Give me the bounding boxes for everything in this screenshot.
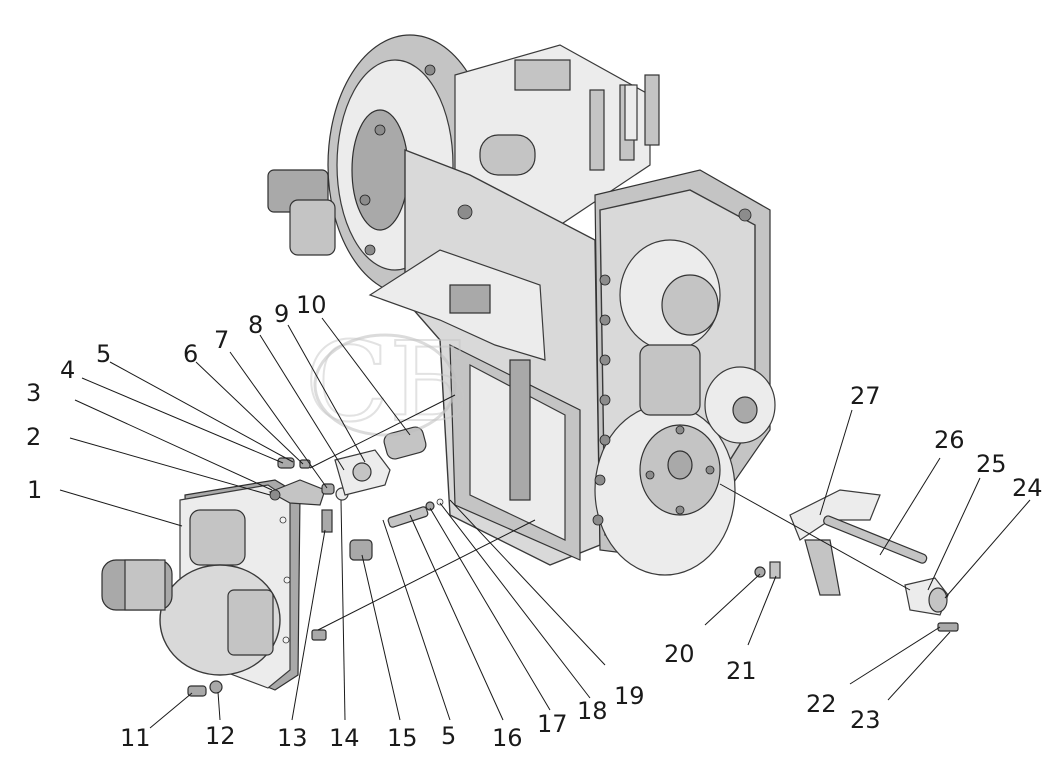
part-15 bbox=[349, 539, 373, 561]
part-2-lever bbox=[268, 479, 326, 506]
part-5 bbox=[277, 457, 295, 469]
shift-fork-27 bbox=[789, 489, 881, 541]
callout-26: 26 bbox=[934, 426, 965, 454]
callouts: 1 2 3 4 5 6 7 8 9 10 11 12 13 14 15 5 16… bbox=[26, 291, 1043, 752]
callout-17: 17 bbox=[537, 710, 568, 738]
callout-2: 2 bbox=[26, 423, 41, 451]
callout-4: 4 bbox=[60, 356, 75, 384]
part-13 bbox=[321, 509, 333, 533]
callout-1: 1 bbox=[27, 476, 42, 504]
watermark-text: СБ bbox=[305, 318, 470, 446]
nut-20 bbox=[754, 566, 766, 578]
leader-lines bbox=[59, 317, 1031, 729]
callout-16: 16 bbox=[492, 724, 523, 752]
callout-22: 22 bbox=[806, 690, 837, 718]
callout-15: 15 bbox=[387, 724, 418, 752]
part-16-spring bbox=[387, 506, 429, 528]
callout-3: 3 bbox=[26, 379, 41, 407]
callout-12: 12 bbox=[205, 722, 236, 750]
callout-11: 11 bbox=[120, 724, 151, 752]
part-18 bbox=[436, 498, 444, 506]
cover-assembly bbox=[101, 479, 301, 691]
callout-5: 5 bbox=[96, 340, 111, 368]
cap-24 bbox=[928, 587, 948, 613]
part-17 bbox=[425, 501, 435, 511]
callout-8: 8 bbox=[248, 311, 263, 339]
callout-6: 6 bbox=[183, 340, 198, 368]
callout-14: 14 bbox=[329, 724, 360, 752]
callout-18: 18 bbox=[577, 697, 608, 725]
gearbox-assembly bbox=[267, 34, 776, 576]
callout-20: 20 bbox=[664, 640, 695, 668]
part-11-bolt bbox=[187, 685, 207, 697]
callout-24: 24 bbox=[1012, 474, 1043, 502]
part-21 bbox=[769, 561, 781, 579]
case-bolts bbox=[359, 64, 752, 526]
callout-19: 19 bbox=[614, 682, 645, 710]
watermark: СБ bbox=[304, 317, 471, 447]
solenoid bbox=[479, 134, 536, 176]
callout-21: 21 bbox=[726, 657, 757, 685]
callout-7: 7 bbox=[214, 326, 229, 354]
part-3 bbox=[269, 489, 281, 501]
part-19-pin bbox=[311, 629, 327, 641]
callout-25: 25 bbox=[976, 450, 1007, 478]
callout-9: 9 bbox=[274, 300, 289, 328]
part-7 bbox=[321, 483, 335, 495]
part-6 bbox=[299, 459, 311, 469]
bolt-23 bbox=[937, 622, 959, 632]
callout-10: 10 bbox=[296, 291, 327, 319]
callout-5-lower: 5 bbox=[441, 722, 456, 750]
callout-13: 13 bbox=[277, 724, 308, 752]
callout-27: 27 bbox=[850, 382, 881, 410]
part-12-washer bbox=[209, 680, 223, 694]
shift-rod-26 bbox=[823, 515, 928, 564]
callout-23: 23 bbox=[850, 706, 881, 734]
shift-fork-assembly bbox=[754, 489, 959, 632]
